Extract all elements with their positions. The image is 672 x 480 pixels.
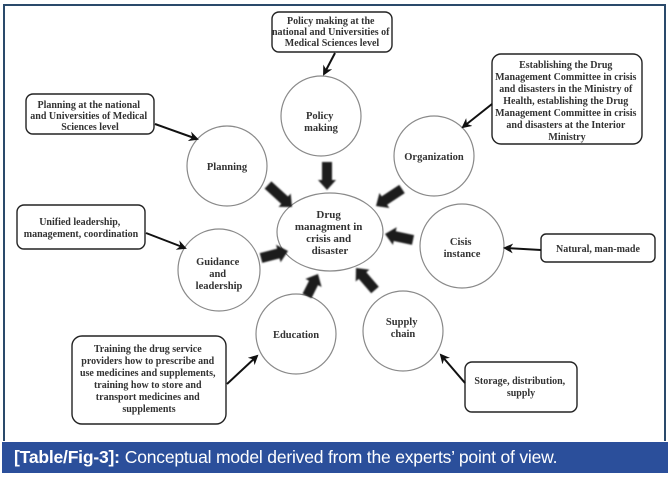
- node-label: leadership: [196, 281, 243, 292]
- node-label: Organization: [404, 152, 464, 163]
- svg-text:Education: Education: [273, 330, 319, 341]
- svg-text:Organization: Organization: [404, 152, 464, 163]
- svg-text:Establishing the Drug Ma: Establishing the Drug Management Committ…: [495, 60, 639, 143]
- svg-text:Natural, man-made: Natural, man-made: [556, 244, 640, 255]
- center-line: Drug: [316, 209, 341, 221]
- connector-policy: [323, 52, 336, 76]
- box-policy-making: Policy making at the national and Univer…: [271, 11, 393, 53]
- box-line: and disasters at the Interior: [506, 120, 625, 131]
- figure-caption: [Table/Fig-3]: Conceptual model derived …: [2, 442, 668, 473]
- box-line: Training the drug service: [94, 344, 202, 355]
- svg-text:Planning: Planning: [207, 162, 248, 173]
- block-arrows: [259, 162, 415, 299]
- box-line: national and Universities of: [272, 27, 390, 38]
- box-line: Ministry: [548, 132, 585, 143]
- node-education: Education: [255, 293, 337, 375]
- box-line: Establishing the Drug: [519, 60, 612, 71]
- box-line: use medicines and supplements,: [80, 368, 216, 379]
- conceptual-model-diagram: Drug managment in crisis and disaster Pl…: [16, 11, 656, 425]
- node-label: Education: [273, 330, 319, 341]
- svg-text:Cisis instance: Cisis instance: [444, 237, 481, 260]
- box-line: transport medicines and: [96, 392, 200, 403]
- box-line: Management Committee in crisis: [495, 72, 636, 83]
- box-line: Policy making at the: [287, 16, 375, 27]
- connector-arrows: [145, 52, 542, 385]
- box-organization: Establishing the Drug Management Committ…: [491, 53, 643, 145]
- box-line: and disasters in the Ministry of: [499, 84, 633, 95]
- node-planning: Planning: [186, 125, 268, 207]
- center-line: managment in: [295, 221, 363, 233]
- box-line: Natural, man-made: [556, 244, 640, 255]
- box-line: Management Committee in crisis: [495, 108, 636, 119]
- caption-text: Conceptual model derived from the expert…: [124, 447, 558, 467]
- box-crisis: Natural, man-made: [540, 233, 656, 263]
- svg-text:Planning at the national: Planning at the national and Universitie…: [30, 100, 149, 133]
- node-label: instance: [444, 249, 481, 260]
- connector-supply: [439, 353, 466, 384]
- center-line: crisis and: [306, 233, 351, 245]
- svg-text:Training the drug service: Training the drug service providers how …: [80, 344, 218, 415]
- block-arrow-guidance: [259, 244, 289, 263]
- box-education: Training the drug service providers how …: [71, 335, 227, 425]
- node-supply-chain: Supply chain: [362, 290, 444, 372]
- node-label: Policy: [306, 111, 334, 122]
- node-label: Cisis: [450, 237, 472, 248]
- node-guidance-leadership: Guidance and leadership: [177, 228, 261, 312]
- node-policy-making: Policy making: [280, 75, 362, 157]
- box-line: Unified leadership,: [39, 217, 121, 228]
- box-line: Medical Sciences level: [285, 38, 380, 49]
- block-arrow-planning: [264, 181, 292, 207]
- svg-text:Guidance and leade: Guidance and leadership: [196, 257, 243, 292]
- node-label: Guidance: [196, 257, 240, 268]
- svg-text:Storage, distribution, s: Storage, distribution, supply: [474, 376, 567, 399]
- node-label: chain: [391, 329, 416, 340]
- box-line: training how to store and: [94, 380, 202, 391]
- node-label: and: [209, 269, 226, 280]
- block-arrow-education: [302, 274, 322, 299]
- node-label: Planning: [207, 162, 248, 173]
- block-arrow-crisis: [385, 227, 415, 245]
- block-arrow-supply: [355, 267, 379, 294]
- svg-text:Policy making: Policy making: [304, 111, 339, 134]
- box-line: Planning at the national: [37, 100, 140, 111]
- block-arrow-policy: [318, 162, 336, 190]
- connector-crisis: [503, 243, 542, 254]
- block-arrow-organization: [376, 184, 405, 209]
- box-guidance: Unified leadership, management, coordina…: [16, 204, 146, 250]
- caption-label: [Table/Fig-3]:: [14, 447, 120, 467]
- box-line: management, coordination: [24, 229, 139, 240]
- box-line: and Universities of Medical: [30, 111, 147, 122]
- box-line: Storage, distribution,: [474, 376, 565, 387]
- box-line: Sciences level: [61, 122, 119, 133]
- connector-education: [226, 354, 259, 385]
- box-planning: Planning at the national and Universitie…: [25, 93, 155, 135]
- node-label: making: [304, 123, 339, 134]
- box-line: providers how to prescribe and: [81, 356, 214, 367]
- svg-text:Policy making at the nat: Policy making at the national and Univer…: [272, 16, 392, 49]
- svg-text:Drug managment in: Drug managment in crisis and disaster: [295, 209, 365, 257]
- box-line: supply: [507, 388, 535, 399]
- box-line: Health, establishing the Drug: [503, 96, 628, 107]
- node-label: Supply: [386, 317, 418, 328]
- connector-planning: [154, 123, 199, 142]
- node-crisis-instance: Cisis instance: [419, 203, 505, 289]
- svg-text:Unified leadership, mana: Unified leadership, management, coordina…: [24, 217, 139, 240]
- box-supply: Storage, distribution, supply: [464, 361, 578, 413]
- svg-text:Supply chain: Supply chain: [386, 317, 420, 340]
- node-organization: Organization: [393, 115, 475, 197]
- center-line: disaster: [312, 245, 349, 257]
- center-node: Drug managment in crisis and disaster: [276, 192, 384, 272]
- connector-guidance: [145, 232, 187, 250]
- box-line: supplements: [122, 404, 175, 415]
- connector-organization: [461, 103, 493, 129]
